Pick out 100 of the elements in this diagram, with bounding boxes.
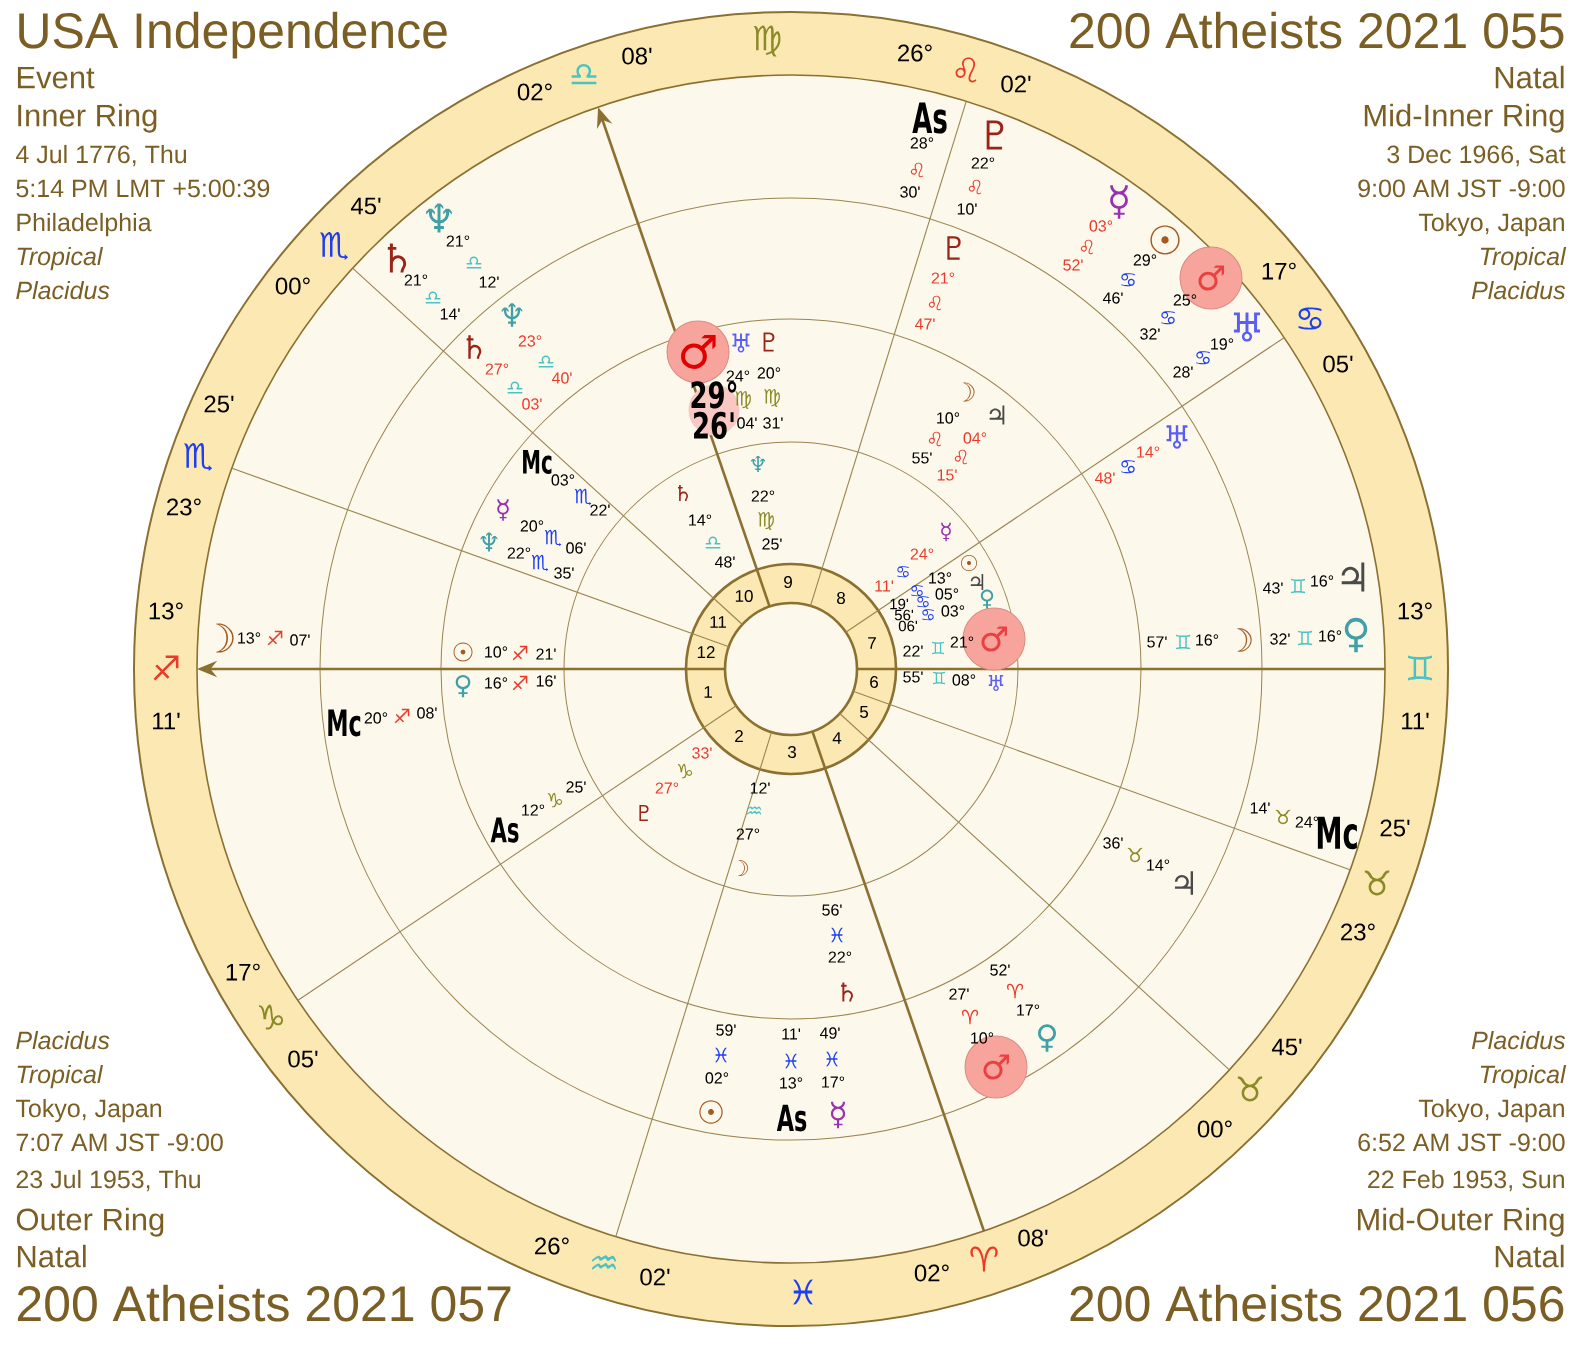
minute-label: 57' (1147, 636, 1167, 648)
minute-label: 55' (903, 671, 923, 683)
degree-label: 27° (736, 828, 760, 840)
chart-info: Tropical (1480, 1064, 1567, 1089)
minute-label: 14' (1250, 802, 1270, 814)
zodiac-sign-glyph: ♋ (1121, 460, 1135, 474)
chart-info: Placidus (16, 280, 110, 300)
degree-label: 29° (1133, 254, 1157, 266)
minute-label: 47' (914, 318, 935, 330)
planet-glyph: ☉ (960, 555, 978, 572)
zodiac-sign-glyph: ♋ (922, 609, 934, 621)
degree-label: 21° (950, 636, 974, 648)
minute-label: 08' (417, 707, 437, 719)
cusp-minute-label: 02' (1001, 75, 1031, 93)
chart-info: Event (17, 66, 95, 89)
planet-glyph: ♆ (426, 203, 452, 233)
degree-label: 03° (941, 605, 965, 617)
planet-glyph: ☉ (699, 1100, 723, 1124)
zodiac-sign-glyph: ♌ (1080, 239, 1094, 255)
degree-label: 27° (485, 363, 509, 375)
zodiac-sign-glyph: ♊ (1175, 634, 1191, 650)
cusp-minute-label: 11' (153, 712, 180, 730)
zodiac-sign-glyph: ♈ (970, 1246, 998, 1272)
minute-label: 14' (440, 308, 460, 320)
house-number: 8 (837, 592, 845, 604)
cusp-minute-label: 08' (622, 47, 652, 65)
cusp-minute-label: 45' (350, 197, 381, 215)
chart-info: Placidus (1471, 280, 1566, 300)
cusp-minute-label: 11' (1402, 712, 1429, 730)
minute-label: 07' (290, 634, 310, 646)
planet-glyph: ♄ (677, 485, 688, 502)
degree-label: 22° (828, 951, 852, 963)
cusp-minute-label: 08' (1018, 1229, 1048, 1247)
degree-label: 13° (780, 1077, 803, 1089)
planet-glyph: ☉ (453, 642, 473, 662)
house-number: 7 (868, 637, 876, 649)
zodiac-sign-glyph: ♐ (512, 675, 528, 691)
degree-label: 16° (1196, 634, 1219, 646)
minute-label: 31' (763, 417, 783, 429)
chart-info: Natal (1495, 1244, 1564, 1268)
degree-label: 10° (971, 1032, 994, 1044)
degree-label: 22° (971, 157, 995, 169)
minute-label: 16' (536, 675, 556, 687)
minute-label: 43' (1262, 582, 1283, 594)
house-number: 10 (735, 590, 753, 602)
chart-info: 23 Jul 1953, Thu (16, 1169, 200, 1192)
angle-label: As (912, 102, 947, 134)
degree-label: 05° (935, 588, 959, 600)
planet-glyph: ♄ (841, 982, 853, 1002)
planet-glyph: ♃ (1174, 871, 1194, 895)
planet-glyph: ♀ (1038, 1024, 1056, 1052)
zodiac-sign-glyph: ♐ (512, 645, 528, 661)
house-number: 6 (870, 676, 878, 688)
planet-glyph: ♇ (763, 332, 775, 352)
zodiac-sign-glyph: ♓ (826, 1051, 838, 1067)
angle-label: As (776, 1104, 807, 1132)
minute-label: 22' (590, 504, 610, 516)
planet-glyph: ☉ (1150, 225, 1180, 255)
cusp-minute-label: 25' (1380, 819, 1410, 837)
minute-label: 12' (479, 276, 499, 288)
house-number: 11 (710, 616, 726, 628)
minute-label: 48' (714, 556, 735, 568)
zodiac-sign-glyph: ♍ (764, 388, 780, 408)
chart-info: 5:14 PM LMT +5:00:39 (16, 179, 270, 198)
planet-glyph: ♅ (732, 333, 750, 353)
degree-label: 13° (929, 572, 952, 584)
minute-label: 25' (566, 781, 586, 793)
zodiac-sign-glyph: ♌ (928, 431, 942, 447)
minute-label: 36' (1103, 837, 1123, 849)
cusp-degree-label: 23° (167, 498, 201, 516)
cusp-degree-label: 26° (898, 44, 932, 62)
degree-label: 21° (446, 235, 470, 247)
minute-label: 19' (890, 598, 908, 610)
chart-title: USA Independence (19, 11, 447, 59)
planet-glyph: ♅ (1166, 425, 1188, 449)
chart-info: Placidus (16, 1030, 110, 1050)
angle-label: Mc (328, 709, 361, 737)
minute-label: 40' (551, 372, 572, 384)
zodiac-sign-glyph: ♎ (538, 355, 554, 368)
minute-label: 12' (750, 782, 770, 794)
planet-glyph: ♃ (989, 405, 1005, 425)
angle-label: Mc (523, 450, 552, 474)
angle-label: Mc (1317, 816, 1357, 850)
minute-label: 10' (957, 203, 977, 215)
zodiac-sign-glyph: ♐ (267, 630, 283, 646)
zodiac-sign-glyph: ♌ (954, 449, 968, 465)
zodiac-sign-glyph: ♊ (932, 641, 945, 655)
cusp-degree-label: 00° (275, 277, 310, 295)
planet-glyph: ♇ (986, 120, 1004, 150)
planet-glyph: ♇ (947, 236, 961, 260)
chart-info: 22 Feb 1953, Sun (1368, 1169, 1564, 1192)
degree-label: 23° (518, 335, 542, 347)
zodiac-sign-glyph: ♌ (910, 162, 924, 178)
minute-label: 56' (894, 609, 913, 621)
chart-title: 200 Atheists 2021 056 (1070, 1284, 1564, 1322)
cusp-degree-label: 02° (914, 1264, 949, 1282)
house-number: 5 (859, 706, 869, 718)
degree-label: 22° (751, 490, 775, 502)
zodiac-sign-glyph: ♋ (1196, 351, 1210, 365)
minute-label: 33' (692, 747, 712, 759)
